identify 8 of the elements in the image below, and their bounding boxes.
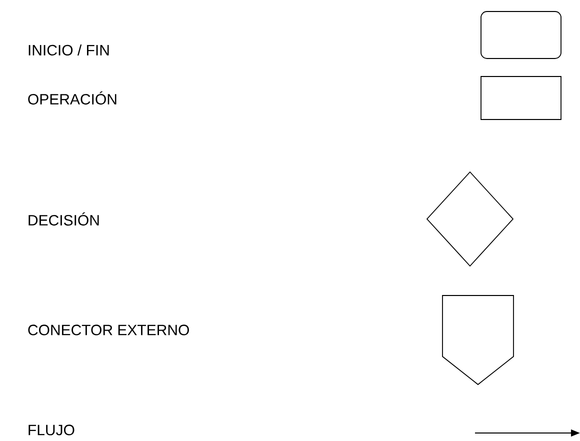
rectangle-box [480,76,562,120]
symbol-name: INICIO / FIN [28,44,109,56]
connector-shape [442,295,514,386]
symbol-name: FLUJO [28,424,74,436]
symbol-name: DECISIÓN [28,212,99,226]
rounded-box [480,11,562,59]
symbol-name: OPERACIÓN [28,91,116,105]
symbol-name: CONECTOR EXTERNO [28,324,189,336]
